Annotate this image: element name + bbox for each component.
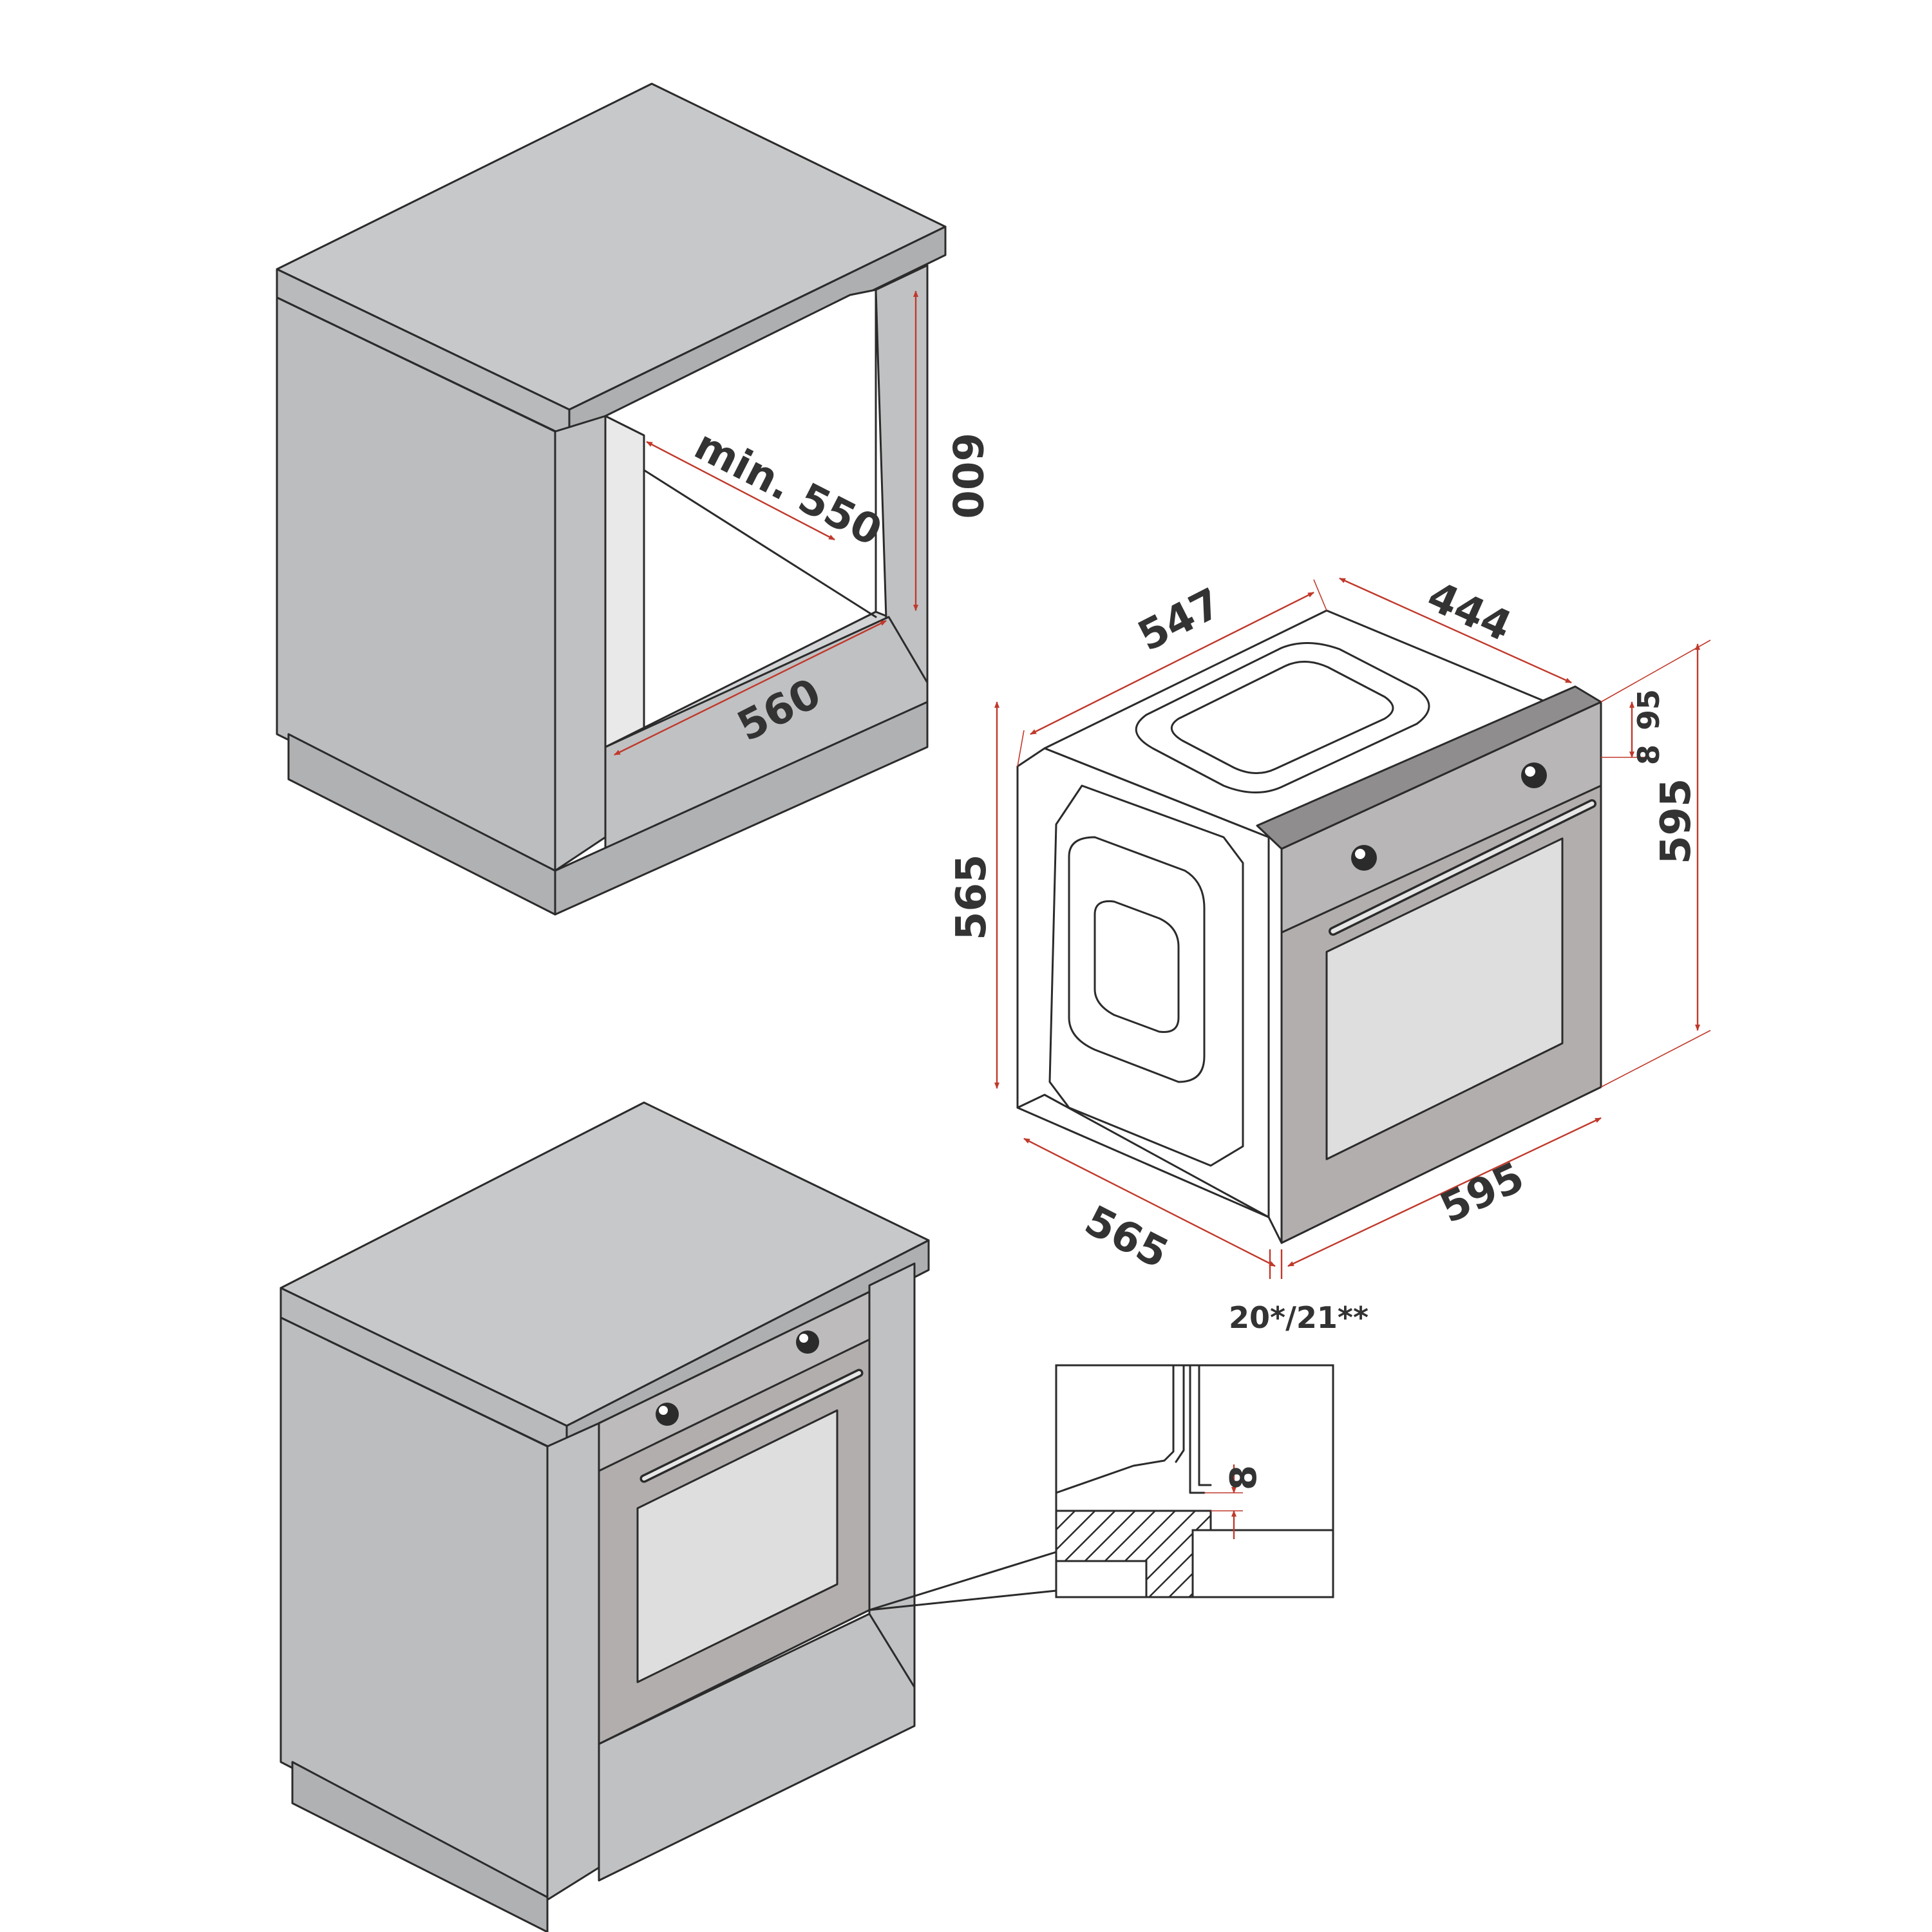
oven-side-panel: [1048, 784, 1244, 1167]
dim-oven-width: 595: [1433, 1153, 1531, 1233]
dim-oven-height-left: 565: [948, 854, 996, 940]
dim-niche-height: 600: [943, 433, 990, 519]
detail-section: 8: [1055, 1364, 1334, 1598]
dim-oven-depth-bottom: 565: [1077, 1197, 1176, 1278]
oven-knob-icon: [796, 1331, 819, 1354]
installed-oven-window: [636, 1409, 838, 1683]
dim-detail-gap: 8: [1223, 1465, 1265, 1490]
dim-oven-height-right: 595: [1653, 778, 1700, 864]
dim-oven-cavity-width: 444: [1420, 573, 1518, 651]
cabinet-front-stile-left: [554, 415, 607, 872]
oven-unit: [1016, 609, 1602, 1244]
oven-knob-icon: [656, 1403, 679, 1426]
dim-panel-height: 95: [1631, 689, 1666, 730]
cabinet-installed: [279, 1101, 1057, 1932]
dim-front-thickness: 20*/21**: [1229, 1300, 1368, 1335]
oven-knob-icon: [1521, 762, 1547, 788]
dim-oven-depth-top: 547: [1131, 580, 1229, 661]
dim-panel-top-gap: 8: [1631, 744, 1666, 765]
cabinet-front-stile-left-installed: [546, 1422, 600, 1901]
niche-inner-side: [604, 415, 645, 748]
cabinet-front-bottom-installed: [598, 1613, 916, 1882]
oven-window: [1325, 837, 1564, 1160]
detail-frame: [1055, 1364, 1334, 1598]
oven-knob-icon: [1351, 845, 1377, 871]
plinth-front: [554, 701, 929, 916]
